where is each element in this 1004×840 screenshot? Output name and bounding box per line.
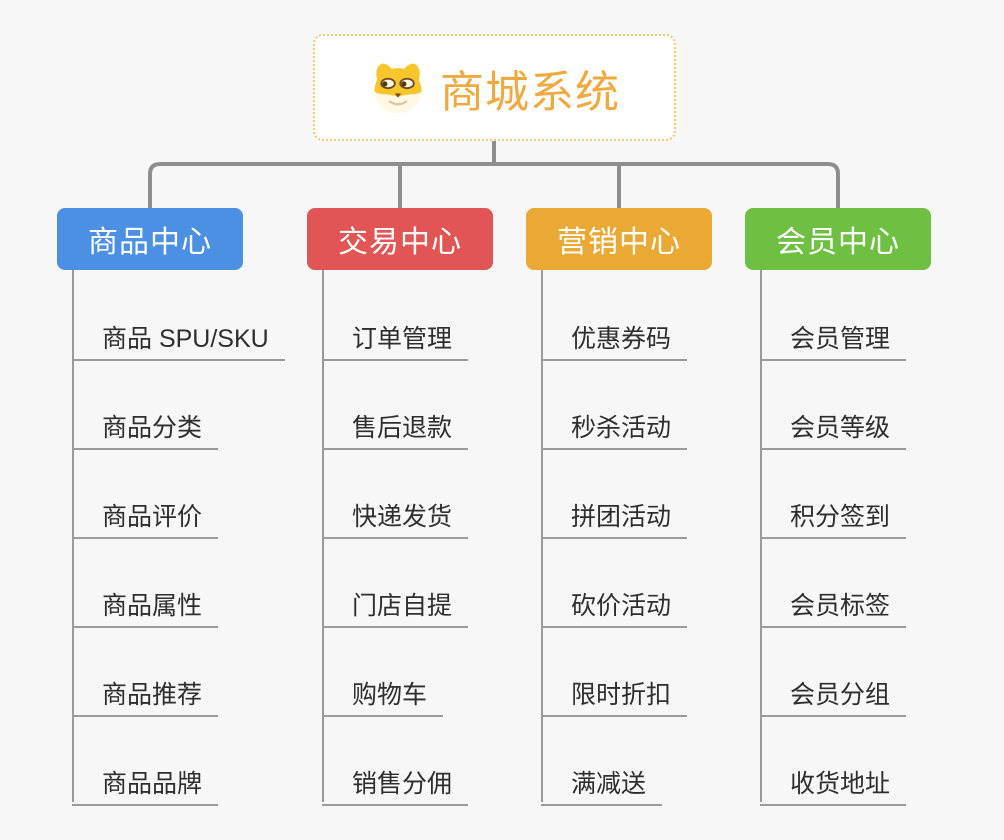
leaf-node[interactable]: 会员管理 [760,315,907,361]
leaf-node[interactable]: 销售分佣 [322,760,469,806]
leaf-node[interactable]: 快递发货 [322,493,469,539]
leaf-node[interactable]: 订单管理 [322,315,469,361]
branch-trunk-line [72,270,74,802]
dog-face-icon [374,63,422,113]
leaf-node[interactable]: 秒杀活动 [541,404,688,450]
leaf-node[interactable]: 满减送 [541,760,663,806]
leaf-node[interactable]: 会员标签 [760,582,907,628]
leaf-node[interactable]: 商品品牌 [72,760,219,806]
leaf-node[interactable]: 商品推荐 [72,671,219,717]
branch-node[interactable]: 交易中心 [307,208,493,270]
leaf-node[interactable]: 商品属性 [72,582,219,628]
branch-trunk-line [541,270,543,802]
leaf-node[interactable]: 商品 SPU/SKU [72,315,285,361]
leaf-node[interactable]: 收货地址 [760,760,907,806]
branch-node[interactable]: 商品中心 [57,208,243,270]
branch-trunk-line [760,270,762,802]
root-node-label: 商城系统 [440,67,620,117]
leaf-node[interactable]: 积分签到 [760,493,907,539]
leaf-node[interactable]: 商品分类 [72,404,219,450]
branch-trunk-line [322,270,324,802]
leaf-node[interactable]: 商品评价 [72,493,219,539]
leaf-node[interactable]: 限时折扣 [541,671,688,717]
leaf-node[interactable]: 砍价活动 [541,582,688,628]
leaf-node[interactable]: 门店自提 [322,582,469,628]
branch-node[interactable]: 营销中心 [526,208,712,270]
leaf-node[interactable]: 会员分组 [760,671,907,717]
branch-node[interactable]: 会员中心 [745,208,931,270]
leaf-node[interactable]: 购物车 [322,671,444,717]
leaf-node[interactable]: 拼团活动 [541,493,688,539]
leaf-node[interactable]: 会员等级 [760,404,907,450]
leaf-node[interactable]: 售后退款 [322,404,469,450]
root-node-mall-system[interactable]: 商城系统 [313,34,676,141]
leaf-node[interactable]: 优惠券码 [541,315,688,361]
